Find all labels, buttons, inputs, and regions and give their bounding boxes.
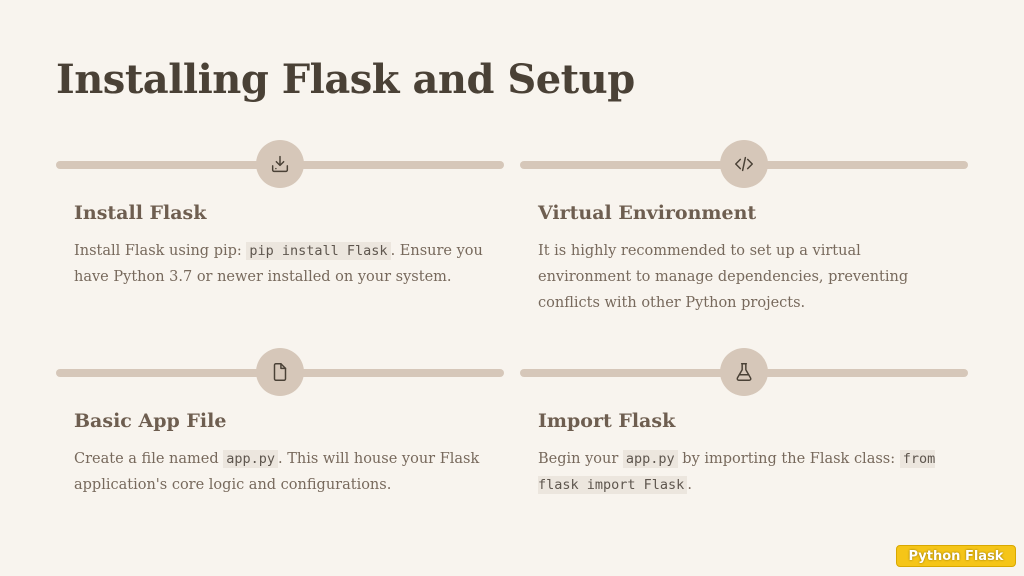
card-install-flask: Install Flask Install Flask using pip: p… <box>56 140 504 330</box>
card-body: Create a file named app.py. This will ho… <box>74 446 494 498</box>
card-title: Install Flask <box>74 202 207 224</box>
file-icon <box>273 363 287 381</box>
icon-circle <box>720 140 768 188</box>
body-text: by importing the Flask class: <box>677 451 900 467</box>
card-import-flask: Import Flask Begin your app.py by import… <box>520 348 968 538</box>
card-basic-app-file: Basic App File Create a file named app.p… <box>56 348 504 538</box>
card-title: Basic App File <box>74 410 227 432</box>
body-text: Install Flask using pip: <box>74 243 247 259</box>
python-flask-badge: Python Flask <box>896 545 1016 567</box>
card-body: Begin your app.py by importing the Flask… <box>538 446 958 498</box>
card-title: Import Flask <box>538 410 676 432</box>
slide-title: Installing Flask and Setup <box>56 56 635 103</box>
body-text: . This will house your Flask application… <box>74 451 480 493</box>
flask-icon <box>736 363 752 381</box>
inline-code: pip install Flask <box>246 242 391 260</box>
card-virtual-environment: Virtual Environment It is highly recomme… <box>520 140 968 330</box>
body-text: It is highly recommended to set up a vir… <box>538 243 909 311</box>
icon-circle <box>720 348 768 396</box>
body-text: . Ensure you have Python 3.7 or newer in… <box>74 243 483 285</box>
card-body: It is highly recommended to set up a vir… <box>538 238 958 316</box>
card-title: Virtual Environment <box>538 202 757 224</box>
inline-code: app.py <box>622 450 678 468</box>
body-text: Create a file named <box>74 451 224 467</box>
icon-circle <box>256 140 304 188</box>
download-icon <box>271 155 289 173</box>
card-body: Install Flask using pip: pip install Fla… <box>74 238 494 290</box>
body-text: Begin your <box>538 451 623 467</box>
body-text: . <box>687 477 692 493</box>
inline-code: app.py <box>223 450 279 468</box>
icon-circle <box>256 348 304 396</box>
code-icon <box>735 156 753 172</box>
